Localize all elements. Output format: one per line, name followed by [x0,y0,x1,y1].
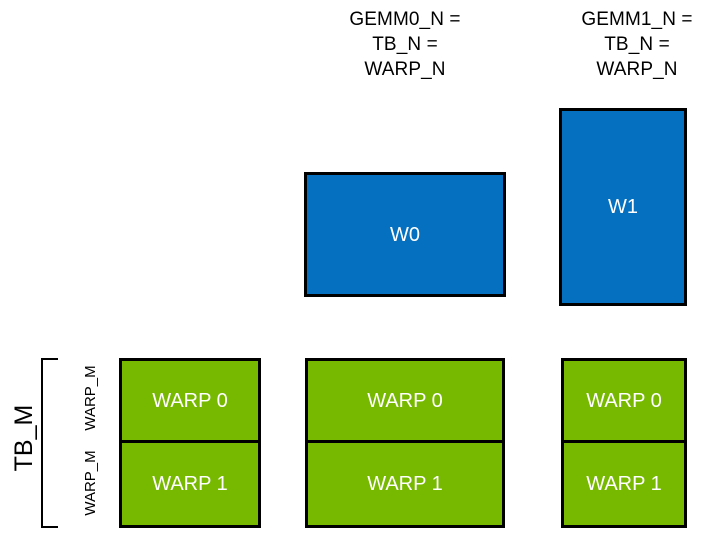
green-cell-col1-warp1-label: WARP 1 [367,473,443,495]
green-cell-col1-warp1: WARP 1 [308,443,502,525]
green-cell-col0-warp0-label: WARP 0 [152,389,228,412]
green-cell-col2-warp1: WARP 1 [564,443,684,525]
green-column-1: WARP 0 WARP 1 [305,358,505,528]
tb-m-bracket [41,358,58,528]
blue-tile-w0: W0 [304,172,506,297]
blue-tile-w1-label: W1 [608,196,638,218]
axis-label-warp-m-bottom: WARP_M [82,450,99,516]
axis-label-tb-m: TB_M [10,404,38,472]
column-header-gemm1: GEMM1_N = TB_N = WARP_N [581,9,693,80]
green-cell-col0-warp1: WARP 1 [122,443,258,525]
green-column-0: WARP 0 WARP 1 [119,358,261,528]
green-cell-col1-warp0-label: WARP 0 [367,389,443,412]
green-column-2: WARP 0 WARP 1 [561,358,687,528]
axis-label-warp-m-top: WARP_M [82,365,99,431]
green-cell-col2-warp1-label: WARP 1 [586,473,662,495]
green-cell-col1-warp0: WARP 0 [308,361,502,443]
blue-tile-w0-label: W0 [390,223,420,246]
column-header-gemm0: GEMM0_N = TB_N = WARP_N [349,9,461,80]
green-cell-col2-warp0: WARP 0 [564,361,684,443]
green-cell-col0-warp0: WARP 0 [122,361,258,443]
green-cell-col2-warp0-label: WARP 0 [586,389,662,412]
blue-tile-w1: W1 [559,108,687,306]
green-cell-col0-warp1-label: WARP 1 [152,473,228,495]
